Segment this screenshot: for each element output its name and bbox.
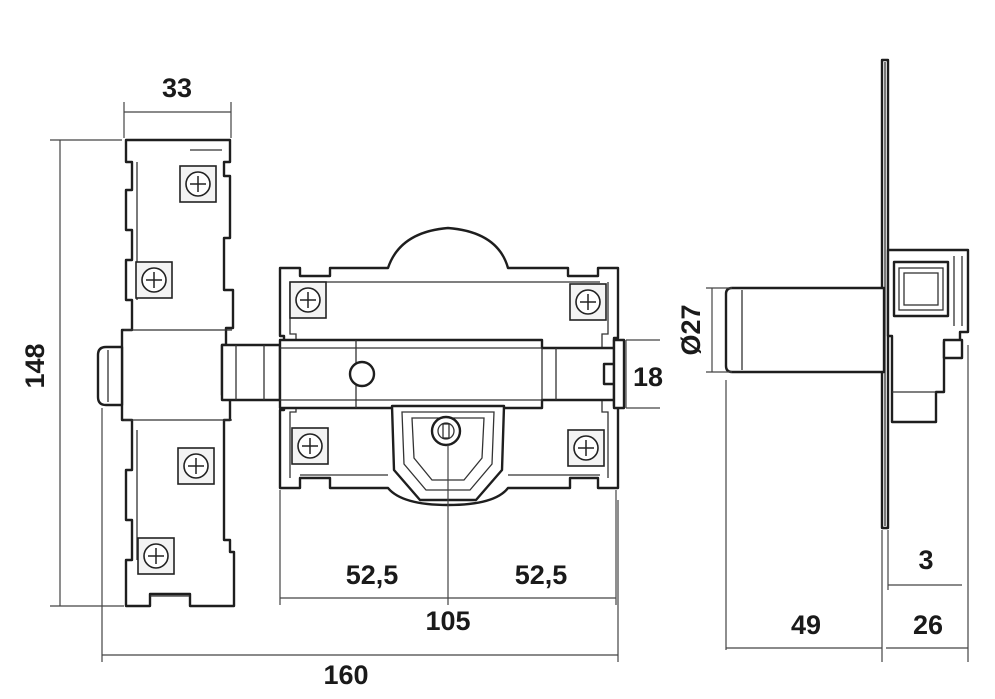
- dimension-33: 33: [162, 73, 192, 103]
- side-view: [724, 58, 970, 530]
- screw-icon: [135, 261, 173, 299]
- dimension-49: 49: [791, 610, 821, 640]
- dimension-52-5-left: 52,5: [346, 560, 399, 590]
- dimension-52-5-right: 52,5: [515, 560, 568, 590]
- dimension-148: 148: [20, 343, 50, 388]
- screw-icon: [569, 283, 607, 321]
- key-plate: [96, 138, 282, 608]
- screw-icon: [137, 537, 175, 575]
- dimension-160: 160: [323, 660, 368, 690]
- bolt-channel: [278, 338, 626, 410]
- dimension-3: 3: [918, 545, 933, 575]
- front-view: [96, 138, 626, 608]
- screw-icon: [567, 429, 605, 467]
- dimension-18: 18: [633, 362, 663, 392]
- front-view-dimension-lines: [50, 102, 660, 662]
- screw-icon: [179, 165, 217, 203]
- dimension-diameter-27: Ø27: [676, 304, 706, 355]
- dimension-labels: 33 148 18 52,5 52,5 105 160 Ø27 3 49 26: [20, 73, 943, 690]
- screw-icon: [291, 427, 329, 465]
- screw-icon: [177, 447, 215, 485]
- screw-icon: [289, 281, 327, 319]
- side-view-dimension-lines: [706, 287, 969, 662]
- dimension-105: 105: [425, 606, 470, 636]
- dimension-26: 26: [913, 610, 943, 640]
